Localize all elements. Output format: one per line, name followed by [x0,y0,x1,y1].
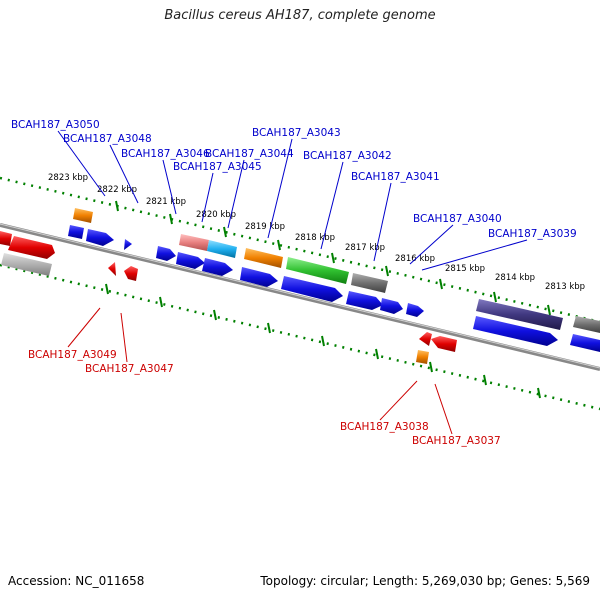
gene-label[interactable]: BCAH187_A3041 [351,171,440,183]
accession-text: Accession: NC_011658 [8,574,145,588]
genome-summary-text: Topology: circular; Length: 5,269,030 bp… [260,574,590,588]
gene-red-A3038a[interactable] [419,332,432,346]
gene-blue-A3050[interactable] [68,225,84,239]
gene-blue-A3044b[interactable] [202,258,233,276]
gene-blue-small-3[interactable] [406,303,424,317]
minus-leader-lines [67,307,453,435]
gene-navy[interactable] [476,299,563,330]
outer-ruler [0,176,600,324]
gene-orange-A3037[interactable] [416,350,429,364]
gene-label[interactable]: BCAH187_A3049 [28,349,117,361]
gene-label[interactable]: BCAH187_A3042 [303,150,392,162]
feature-track-minus [0,231,457,364]
genome-backbone [0,223,600,371]
gene-label[interactable]: BCAH187_A3046 [121,148,210,160]
gene-blue-large[interactable] [473,316,558,346]
gene-orange-A3043[interactable] [244,248,283,268]
gene-label[interactable]: BCAH187_A3043 [252,127,341,139]
gene-red-left-2[interactable] [8,236,55,259]
minus-labels: BCAH187_A3049 BCAH187_A3047 BCAH187_A303… [28,349,501,447]
gene-red-A3049[interactable] [108,262,116,276]
gene-gray-A3041[interactable] [351,273,388,293]
gene-pink[interactable] [179,234,209,251]
gene-label[interactable]: BCAH187_A3048 [63,133,152,145]
map-title: Bacillus cereus AH187, complete genome [164,8,436,23]
tick-label: 2813 kbp [545,282,585,292]
tick-label: 2815 kbp [445,264,485,274]
gene-red-A3038[interactable] [431,336,457,352]
gene-blue-A3041[interactable] [346,291,383,310]
gene-label[interactable]: BCAH187_A3039 [488,228,577,240]
tick-label: 2819 kbp [245,222,285,232]
gene-red-A3047[interactable] [124,266,138,281]
gene-label[interactable]: BCAH187_A3050 [11,119,100,131]
ruler-labels: 2823 kbp 2822 kbp 2821 kbp 2820 kbp 2819… [48,173,585,292]
tick-label: 2821 kbp [146,197,186,207]
gene-blue-A3048[interactable] [86,229,114,246]
tick-label: 2817 kbp [345,243,385,253]
gene-label[interactable]: BCAH187_A3047 [85,363,174,375]
gene-label[interactable]: BCAH187_A3045 [173,161,262,173]
gene-orange-outer-1[interactable] [73,208,93,223]
tick-label: 2820 kbp [196,210,236,220]
backbone-highlight [0,223,600,369]
gene-blue-right[interactable] [570,334,600,352]
plus-leader-lines [57,130,528,271]
gene-blue-A3045[interactable] [176,252,205,269]
gene-label[interactable]: BCAH187_A3040 [413,213,502,225]
feature-track-outer [68,208,600,352]
gene-blue-A3042b[interactable] [281,276,343,302]
gene-red-left-1[interactable] [0,231,12,246]
tick-label: 2814 kbp [495,273,535,283]
gene-blue-A3046[interactable] [156,246,176,261]
ruler-major-ticks [105,200,551,399]
gene-blue-small[interactable] [124,239,132,250]
gene-blue-small-2[interactable] [380,298,403,314]
gene-green-A3042[interactable] [286,257,349,284]
tick-label: 2822 kbp [97,185,137,195]
gene-cyan[interactable] [207,240,237,258]
plus-labels: BCAH187_A3050 BCAH187_A3048 BCAH187_A304… [11,119,577,240]
gene-label[interactable]: BCAH187_A3037 [412,435,501,447]
tick-label: 2823 kbp [48,173,88,183]
gene-gray-right[interactable] [573,316,600,333]
gene-label[interactable]: BCAH187_A3038 [340,421,429,433]
tick-label: 2818 kbp [295,233,335,243]
gene-blue-A3043[interactable] [240,267,278,287]
gene-label[interactable]: BCAH187_A3044 [205,148,294,160]
gene-gray-left[interactable] [1,253,52,276]
